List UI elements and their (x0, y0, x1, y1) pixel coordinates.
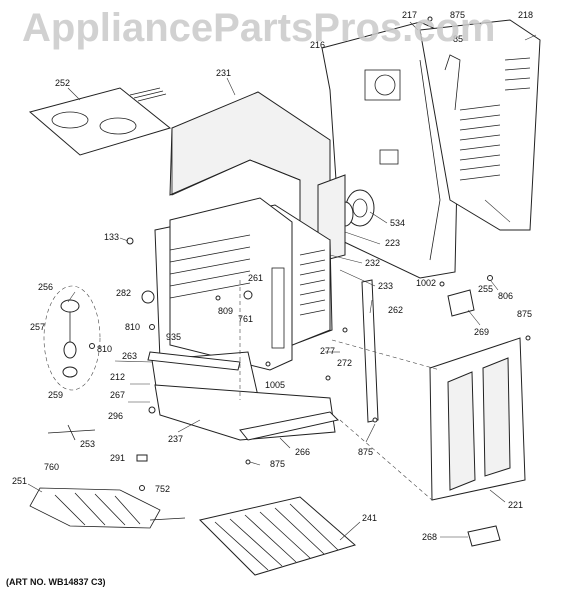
oven-cavity (154, 197, 331, 371)
callout-223: 223 (385, 238, 400, 248)
callout-85: 85 (453, 34, 463, 44)
leader-lines (27, 21, 537, 541)
callout-263: 263 (122, 351, 137, 361)
callout-256: 256 (38, 282, 53, 292)
callout-806: 806 (498, 291, 513, 301)
callout-810: 810 (97, 344, 112, 354)
part-218-rear-cover (419, 19, 541, 231)
callout-218: 218 (518, 10, 533, 20)
callout-752: 752 (155, 484, 170, 494)
callout-237: 237 (168, 434, 183, 444)
callout-266: 266 (295, 447, 310, 457)
part-262-strip (361, 279, 379, 423)
callout-296: 296 (108, 411, 123, 421)
part-268-handle (467, 525, 501, 547)
callout-251: 251 (12, 476, 27, 486)
callout-221: 221 (508, 500, 523, 510)
callout-233: 233 (378, 281, 393, 291)
callout-261: 261 (248, 273, 263, 283)
alignment-lines (239, 280, 441, 501)
callout-875: 875 (358, 447, 373, 457)
callout-875: 875 (270, 459, 285, 469)
part-256-sensor-group (43, 285, 101, 391)
callout-216: 216 (310, 40, 325, 50)
callout-262: 262 (388, 305, 403, 315)
callout-809: 809 (218, 306, 233, 316)
callout-253: 253 (80, 439, 95, 449)
callout-labels: 217 875 218 85 216 252 231 534 223 232 2… (12, 10, 533, 542)
art-number: (ART NO. WB14837 C3) (6, 577, 106, 587)
part-237-bottom (147, 351, 339, 441)
callout-1002: 1002 (416, 278, 436, 288)
callout-1005: 1005 (265, 380, 285, 390)
callout-232: 232 (365, 258, 380, 268)
callout-268: 268 (422, 532, 437, 542)
callout-272: 272 (337, 358, 352, 368)
callout-267: 267 (110, 390, 125, 400)
callout-212: 212 (110, 372, 125, 382)
callout-291: 291 (110, 453, 125, 463)
watermark: AppliancePartsPros.com (22, 6, 496, 50)
callout-875: 875 (517, 309, 532, 319)
part-251-broil-element (29, 487, 186, 529)
callout-259: 259 (48, 390, 63, 400)
part-253-element (47, 424, 96, 441)
callout-269: 269 (474, 327, 489, 337)
callout-282: 282 (116, 288, 131, 298)
callout-760: 760 (44, 462, 59, 472)
callout-241: 241 (362, 513, 377, 523)
callout-231: 231 (216, 68, 231, 78)
hardware (89, 16, 531, 491)
part-241-rack (199, 496, 357, 576)
callout-534: 534 (390, 218, 405, 228)
callout-257: 257 (30, 322, 45, 332)
callout-761: 761 (238, 314, 253, 324)
callout-810: 810 (125, 322, 140, 332)
callout-252: 252 (55, 78, 70, 88)
callout-935: 935 (166, 332, 181, 342)
callout-217: 217 (402, 10, 417, 20)
callout-255: 255 (478, 284, 493, 294)
part-269-latch (447, 289, 475, 317)
part-252-cooktop (28, 87, 172, 156)
callout-875: 875 (450, 10, 465, 20)
callout-277: 277 (320, 346, 335, 356)
part-221-door (429, 337, 526, 501)
callout-133: 133 (104, 232, 119, 242)
